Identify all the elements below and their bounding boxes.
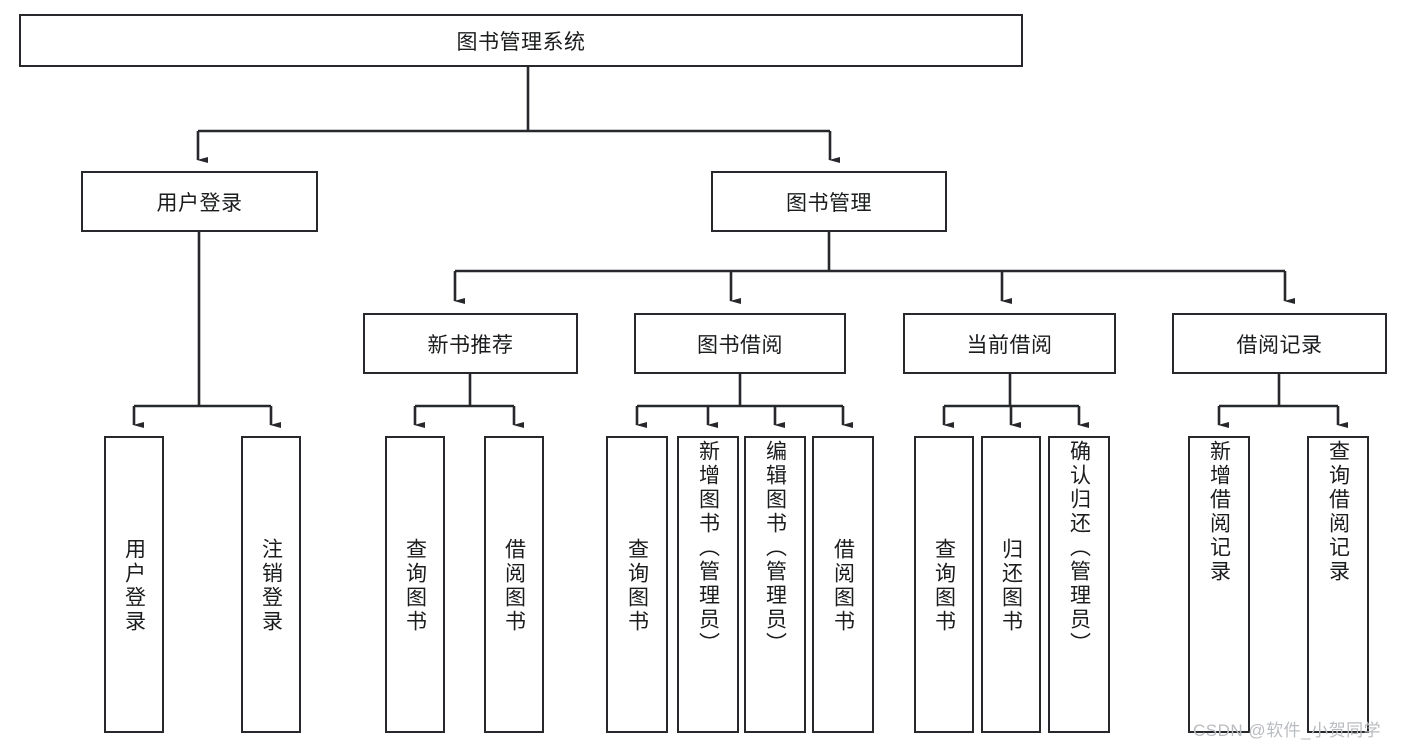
node-book-borrow[interactable]: 图书借阅 (634, 313, 846, 374)
leaf-return-book-label: 归还图书 (999, 537, 1023, 634)
node-borrow-record[interactable]: 借阅记录 (1172, 313, 1387, 374)
leaf-logout[interactable]: 注销登录 (241, 436, 301, 733)
leaf-query-borrow-record-label: 查询借阅记录 (1326, 440, 1350, 584)
leaf-confirm-return-admin[interactable]: 确认归还（管理员） (1048, 436, 1110, 733)
node-root-label: 图书管理系统 (456, 30, 586, 54)
node-new-book-recommend[interactable]: 新书推荐 (363, 313, 578, 374)
leaf-return-book[interactable]: 归还图书 (981, 436, 1041, 733)
leaf-add-borrow-record[interactable]: 新增借阅记录 (1188, 436, 1250, 733)
node-new-book-recommend-label: 新书推荐 (427, 333, 514, 357)
leaf-add-book-admin-label: 新增图书（管理员） (696, 440, 720, 656)
leaf-query-book-borrow[interactable]: 查询图书 (606, 436, 668, 733)
leaf-add-book-admin[interactable]: 新增图书（管理员） (677, 436, 739, 733)
node-book-management[interactable]: 图书管理 (711, 171, 947, 232)
node-current-borrow[interactable]: 当前借阅 (903, 313, 1116, 374)
leaf-query-book-newbook-label: 查询图书 (403, 537, 427, 634)
leaf-query-book-current[interactable]: 查询图书 (914, 436, 974, 733)
leaf-confirm-return-admin-label: 确认归还（管理员） (1067, 440, 1091, 656)
node-root[interactable]: 图书管理系统 (19, 14, 1023, 67)
node-borrow-record-label: 借阅记录 (1236, 333, 1323, 357)
node-book-management-label: 图书管理 (786, 191, 872, 215)
leaf-borrow-book-newbook-label: 借阅图书 (502, 537, 526, 634)
leaf-user-login-label: 用户登录 (122, 537, 146, 634)
node-current-borrow-label: 当前借阅 (966, 333, 1053, 357)
leaf-borrow-book-label: 借阅图书 (831, 537, 855, 634)
leaf-query-book-current-label: 查询图书 (932, 537, 956, 634)
leaf-borrow-book[interactable]: 借阅图书 (812, 436, 874, 733)
leaf-user-login[interactable]: 用户登录 (104, 436, 164, 733)
leaf-borrow-book-newbook[interactable]: 借阅图书 (484, 436, 544, 733)
leaf-add-borrow-record-label: 新增借阅记录 (1207, 440, 1231, 584)
leaf-edit-book-admin-label: 编辑图书（管理员） (763, 440, 787, 656)
leaf-edit-book-admin[interactable]: 编辑图书（管理员） (744, 436, 806, 733)
node-user-login[interactable]: 用户登录 (81, 171, 318, 232)
leaf-query-book-newbook[interactable]: 查询图书 (385, 436, 445, 733)
leaf-query-book-borrow-label: 查询图书 (625, 537, 649, 634)
node-book-borrow-label: 图书借阅 (697, 333, 783, 357)
leaf-logout-label: 注销登录 (259, 537, 283, 634)
node-user-login-label: 用户登录 (156, 191, 243, 215)
leaf-query-borrow-record[interactable]: 查询借阅记录 (1307, 436, 1369, 733)
